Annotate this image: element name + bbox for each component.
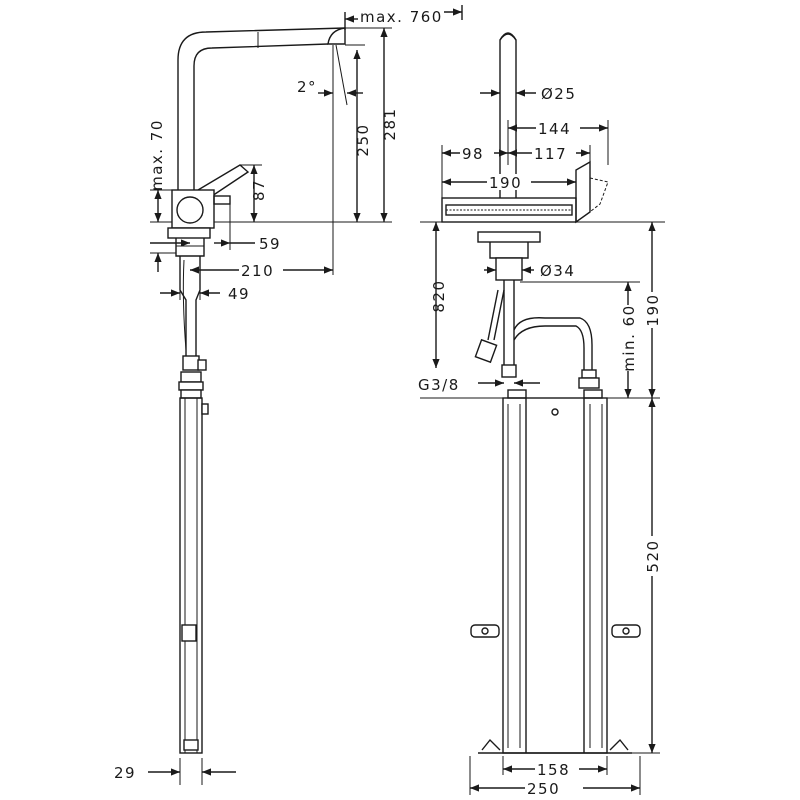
dim-max-70: max. 70	[148, 119, 166, 191]
dim-g38: G3/8	[418, 376, 460, 394]
faucet-side-view	[167, 27, 346, 754]
faucet-front-view	[441, 32, 641, 754]
dim-210: 210	[241, 262, 274, 280]
dim-59: 59	[259, 235, 281, 253]
dimension-labels: max. 760 2° 250 281 max. 70 87 59 210 49…	[114, 6, 662, 798]
dim-281: 281	[381, 107, 399, 140]
dim-max-760: max. 760	[360, 8, 443, 26]
dim-dia-34: Ø34	[540, 262, 575, 280]
dim-520: 520	[644, 539, 662, 572]
dim-angle-2: 2°	[297, 78, 317, 96]
left-dimensions	[148, 5, 463, 785]
dim-49: 49	[228, 285, 250, 303]
dim-117: 117	[534, 145, 567, 163]
dim-158: 158	[537, 761, 570, 779]
dim-29: 29	[114, 764, 136, 782]
dim-87: 87	[250, 179, 268, 201]
dim-250-width: 250	[527, 780, 560, 798]
dim-190-height: 190	[644, 293, 662, 326]
dim-144: 144	[538, 120, 571, 138]
dim-820: 820	[430, 279, 448, 312]
dim-min-60: min. 60	[620, 304, 638, 371]
dim-250: 250	[354, 123, 372, 156]
dim-98: 98	[462, 145, 484, 163]
dim-190-width: 190	[489, 174, 522, 192]
dim-dia-25: Ø25	[541, 85, 576, 103]
